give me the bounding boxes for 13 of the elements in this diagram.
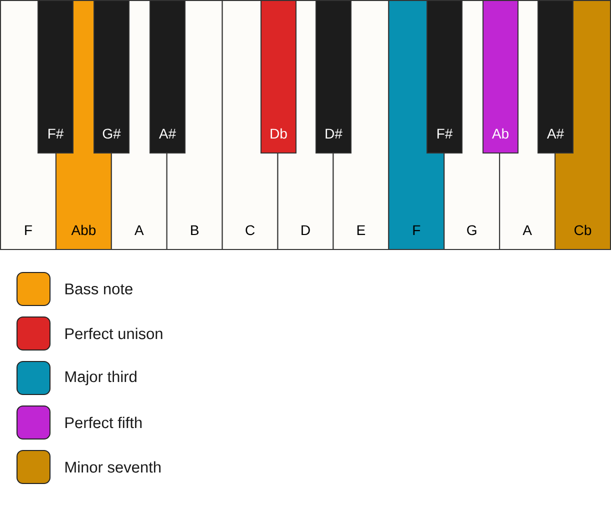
piano-key: F# [426,0,462,154]
piano-key: F# [38,0,74,154]
legend-label: Perfect fifth [65,416,142,428]
piano-key: G# [94,0,130,154]
piano-key: A# [150,0,186,154]
piano-key: Db [260,0,296,154]
legend-label: Bass note [65,284,132,294]
legend-label: Major third [65,370,136,386]
legend-label: Minor seventh [65,461,161,473]
piano-key: A# [538,0,574,154]
piano-key: Ab [482,0,518,154]
piano-key: D# [316,0,352,154]
legend-label: Perfect unison [65,328,162,340]
